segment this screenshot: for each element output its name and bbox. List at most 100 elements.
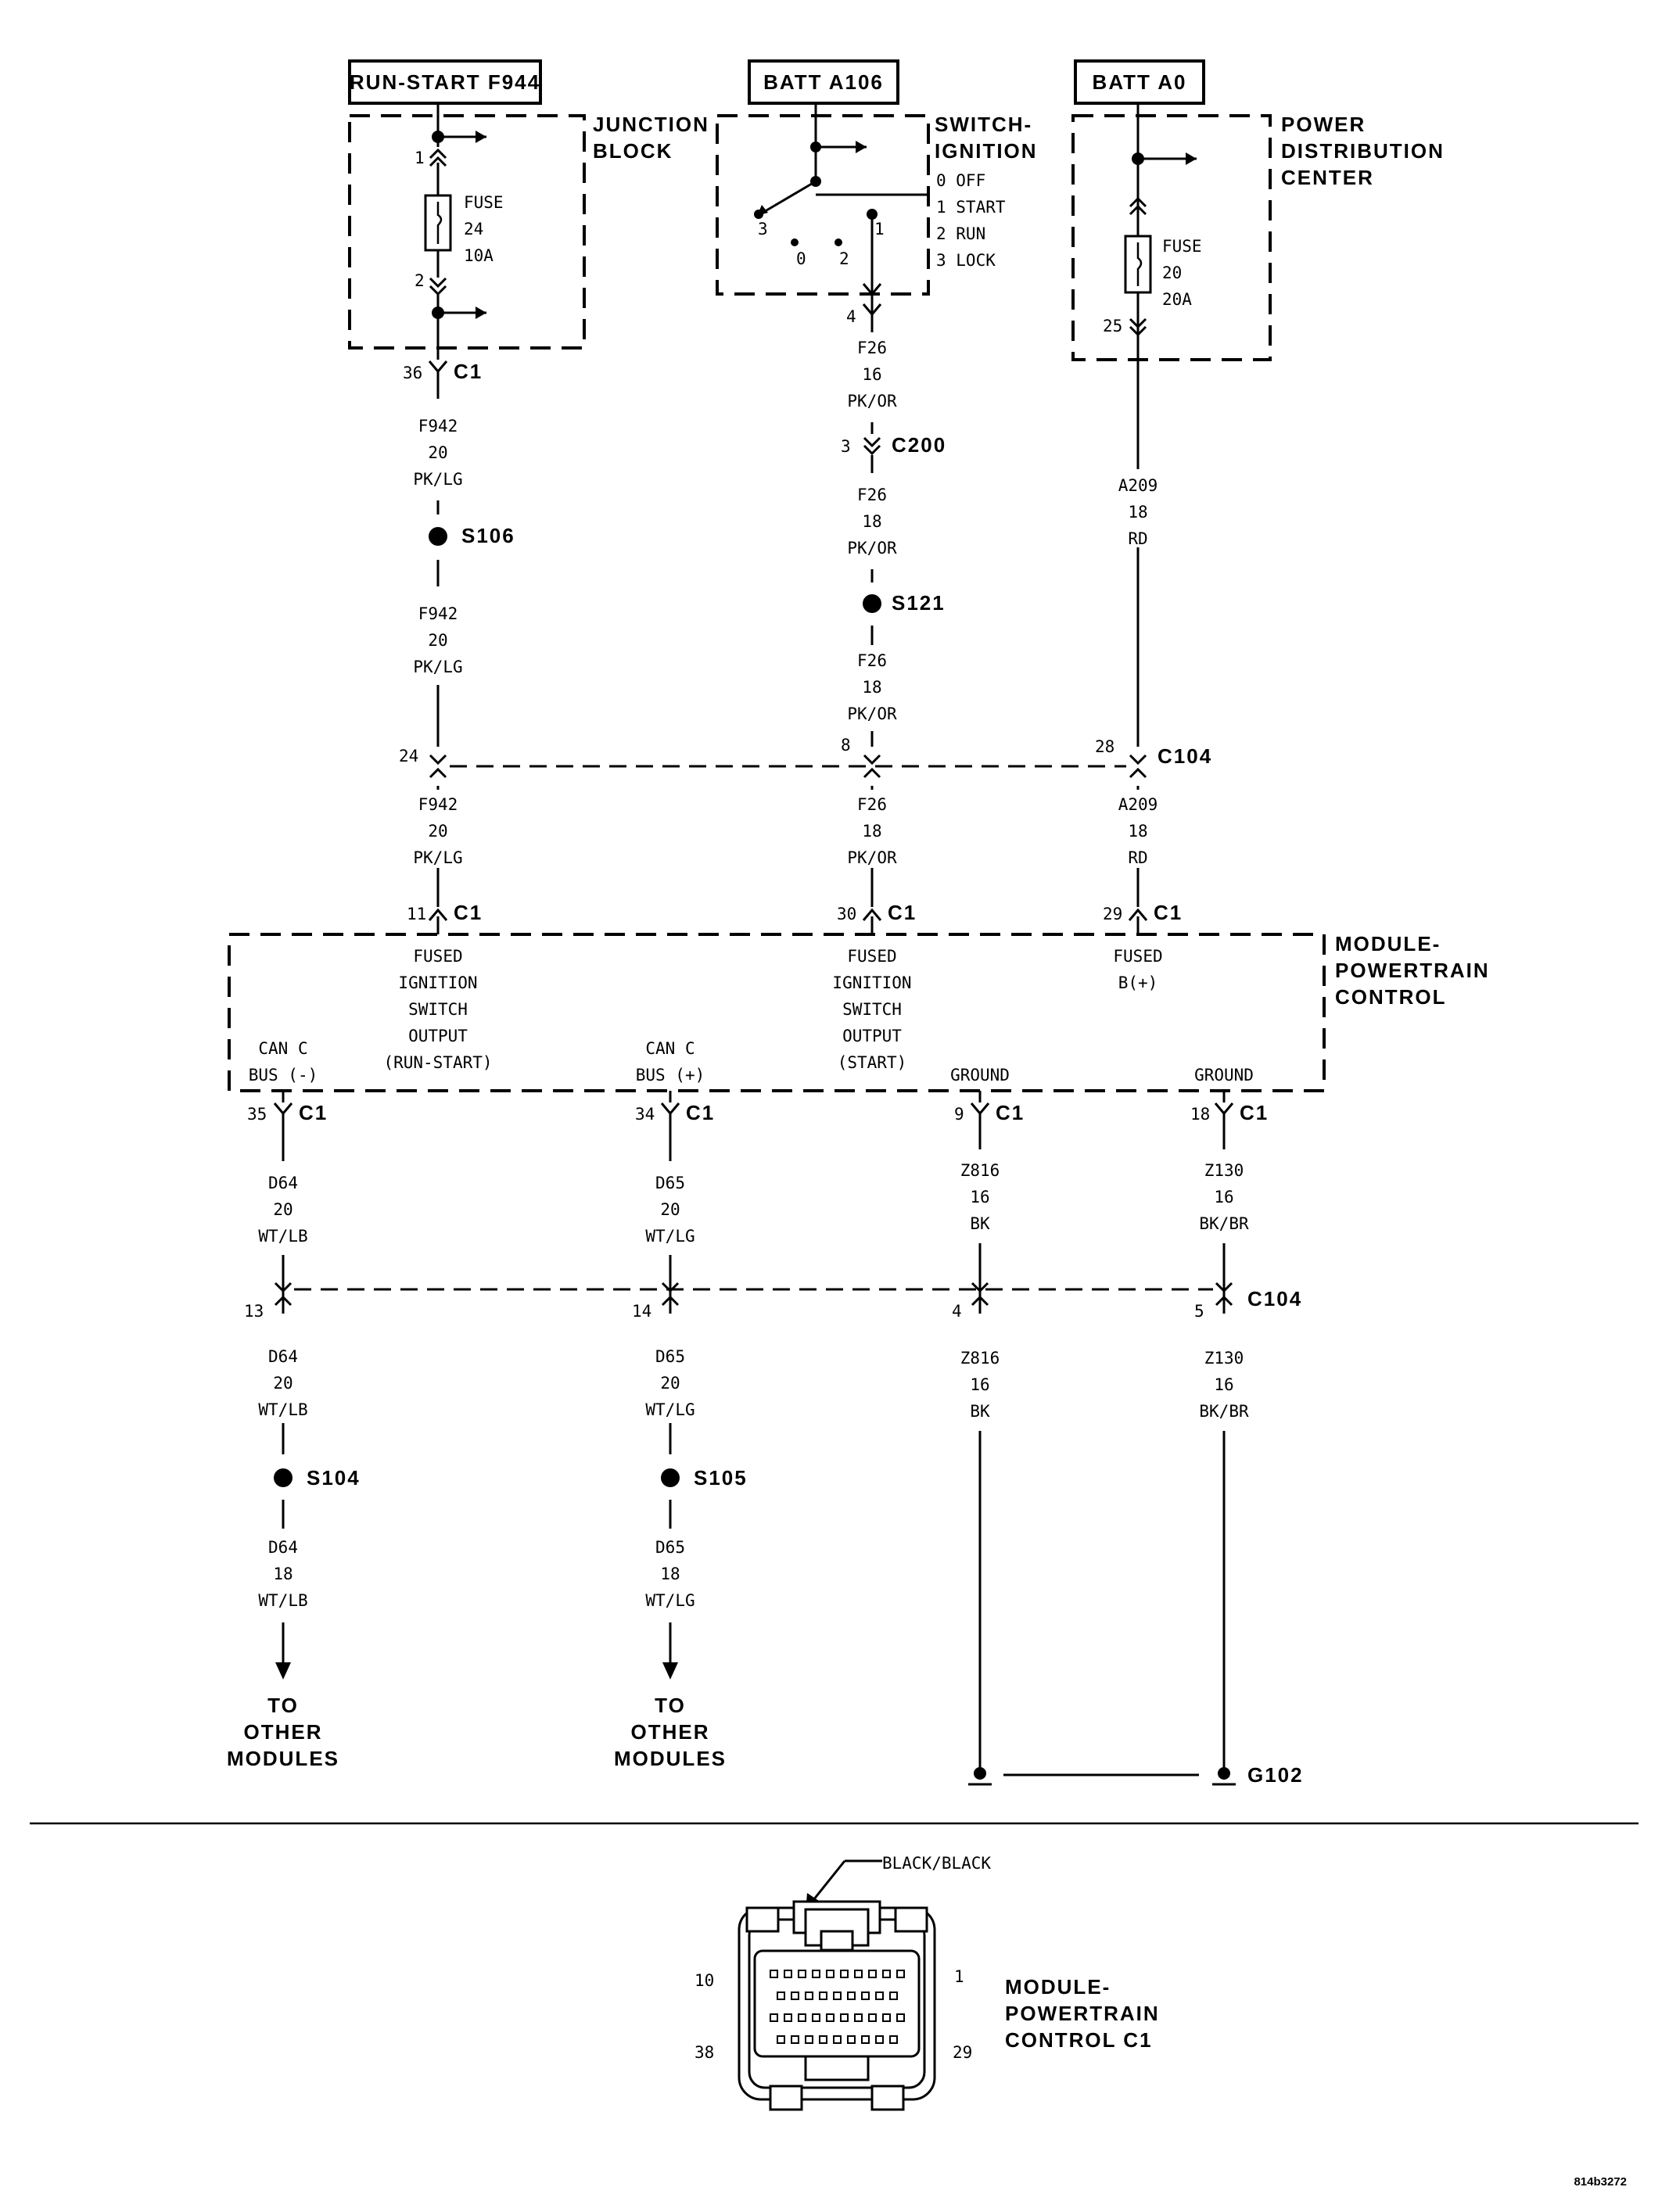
pin-cavity <box>798 2013 806 2022</box>
wire-label-d65-c: D65 18 WT/LG <box>645 1538 695 1610</box>
wire-label-z816-b: Z816 16 BK <box>960 1349 1000 1421</box>
svg-text:BK/BR: BK/BR <box>1199 1214 1249 1233</box>
svg-text:WT/LB: WT/LB <box>258 1591 307 1610</box>
splice-s104: S104 <box>307 1466 361 1490</box>
pcm-outline <box>228 933 1326 1092</box>
svg-text:18: 18 <box>862 678 881 697</box>
pdc-label-2: DISTRIBUTION <box>1281 139 1445 163</box>
pcm-pin-11: 11 <box>407 905 426 923</box>
c104-pin-28: 28 <box>1095 737 1114 756</box>
wire-label-d64-c: D64 18 WT/LB <box>258 1538 307 1610</box>
pin-cavity <box>784 1970 792 1978</box>
pin-cavity <box>805 2035 813 2044</box>
svg-text:BK: BK <box>970 1402 990 1421</box>
pcm-c1-label-e: C1 <box>686 1101 715 1124</box>
svg-text:WT/LG: WT/LG <box>645 1400 695 1419</box>
wire-label-d65-b: D65 20 WT/LG <box>645 1347 695 1419</box>
junction-block-label-2: BLOCK <box>593 139 673 163</box>
pdc-fuse-pin-25: 25 <box>1103 317 1122 335</box>
c200-pin: 3 <box>841 437 851 456</box>
svg-text:F26: F26 <box>857 795 887 814</box>
wire-label-a209-b: A209 18 RD <box>1118 795 1158 867</box>
pin-cavity <box>875 1992 884 2000</box>
switch-pin-3: 3 <box>758 220 768 238</box>
svg-text:Z130: Z130 <box>1204 1349 1244 1368</box>
svg-text:OUTPUT: OUTPUT <box>842 1027 902 1045</box>
pdc-fuse-number: 20 <box>1162 264 1182 282</box>
pcm-pin-9: 9 <box>954 1105 964 1124</box>
svg-text:PK/LG: PK/LG <box>413 848 462 867</box>
pcm-c1-label-c: C1 <box>1154 901 1183 924</box>
svg-text:16: 16 <box>1214 1188 1233 1206</box>
source-batt-a0: BATT A0 <box>1074 59 1205 105</box>
pcm-label-3: CONTROL <box>1335 985 1447 1009</box>
svg-text:TO: TO <box>267 1694 299 1717</box>
ignition-switch-label-2: IGNITION <box>935 139 1038 163</box>
pin-cavity <box>798 1970 806 1978</box>
svg-text:(RUN-START): (RUN-START) <box>383 1053 492 1072</box>
pin-cavity <box>805 1992 813 2000</box>
svg-text:F942: F942 <box>418 604 458 623</box>
wire-label-d65-a: D65 20 WT/LG <box>645 1174 695 1246</box>
svg-text:BK/BR: BK/BR <box>1199 1402 1249 1421</box>
svg-text:RUN-START F944: RUN-START F944 <box>350 70 540 94</box>
pcm-pin-30: 30 <box>837 905 856 923</box>
c104-pin-5: 5 <box>1194 1302 1204 1321</box>
jb-c1-pin: 36 <box>403 364 422 382</box>
source-batt-a106: BATT A106 <box>748 59 899 105</box>
svg-text:Z130: Z130 <box>1204 1161 1244 1180</box>
svg-text:A209: A209 <box>1118 795 1158 814</box>
svg-text:FUSED: FUSED <box>847 947 896 966</box>
pin-cavity <box>861 1992 870 2000</box>
svg-text:16: 16 <box>1214 1375 1233 1394</box>
wire-label-d64-a: D64 20 WT/LB <box>258 1174 307 1246</box>
pcm-pin-35: 35 <box>247 1105 267 1124</box>
pin-cavity <box>833 1992 842 2000</box>
switch-pin-4: 4 <box>846 307 856 326</box>
jb-fuse-number: 24 <box>464 220 483 238</box>
svg-text:20: 20 <box>428 631 447 650</box>
svg-text:18: 18 <box>1128 503 1147 522</box>
upper-wires <box>428 327 1148 934</box>
svg-text:D65: D65 <box>655 1347 685 1366</box>
svg-text:F26: F26 <box>857 339 887 357</box>
pcm-c1-pin-cavities <box>770 1970 905 2044</box>
pin-cavity <box>819 2035 827 2044</box>
pin-cavity <box>889 1992 898 2000</box>
pcm-label-1: MODULE- <box>1335 932 1441 955</box>
pcm-c1-label-g: C1 <box>1240 1101 1269 1124</box>
svg-text:IGNITION: IGNITION <box>398 973 477 992</box>
wire-label-f26-18-b: F26 18 PK/OR <box>847 651 897 723</box>
pin-cavity <box>819 1992 827 2000</box>
connector-pin-29: 29 <box>953 2043 972 2062</box>
pin-cavity <box>861 2035 870 2044</box>
switch-pin-2: 2 <box>839 249 849 268</box>
svg-text:Z816: Z816 <box>960 1161 1000 1180</box>
svg-text:SWITCH: SWITCH <box>408 1000 468 1019</box>
wire-label-a209-a: A209 18 RD <box>1118 476 1158 548</box>
svg-text:TO: TO <box>655 1694 686 1717</box>
pin-cavity <box>770 1970 778 1978</box>
svg-text:18: 18 <box>862 512 881 531</box>
svg-text:16: 16 <box>862 365 881 384</box>
ignition-switch-outline <box>716 114 930 296</box>
switch-pin-0: 0 <box>796 249 806 268</box>
wire-label-z130-b: Z130 16 BK/BR <box>1199 1349 1249 1421</box>
svg-text:WT/LB: WT/LB <box>258 1400 307 1419</box>
pin-cavity <box>777 2035 785 2044</box>
pcm-pin-fused-ign-start: FUSED IGNITION SWITCH OUTPUT (START) <box>832 947 911 1072</box>
pcm-pin-29: 29 <box>1103 905 1122 923</box>
svg-text:MODULES: MODULES <box>227 1747 339 1770</box>
svg-text:(START): (START) <box>838 1053 907 1072</box>
connector-pin-10: 10 <box>695 1971 714 1990</box>
pcm-c1-view-label-2: POWERTRAIN <box>1005 2002 1160 2025</box>
jb-fuse-pin-1: 1 <box>415 149 425 167</box>
svg-text:WT/LB: WT/LB <box>258 1227 307 1246</box>
svg-text:F942: F942 <box>418 795 458 814</box>
pin-cavity <box>868 2013 877 2022</box>
pcm-c1-view-label-1: MODULE- <box>1005 1975 1111 1999</box>
pcm-c1-label-b: C1 <box>888 901 917 924</box>
pin-cavity <box>896 1970 905 1978</box>
splice-s105: S105 <box>694 1466 748 1490</box>
